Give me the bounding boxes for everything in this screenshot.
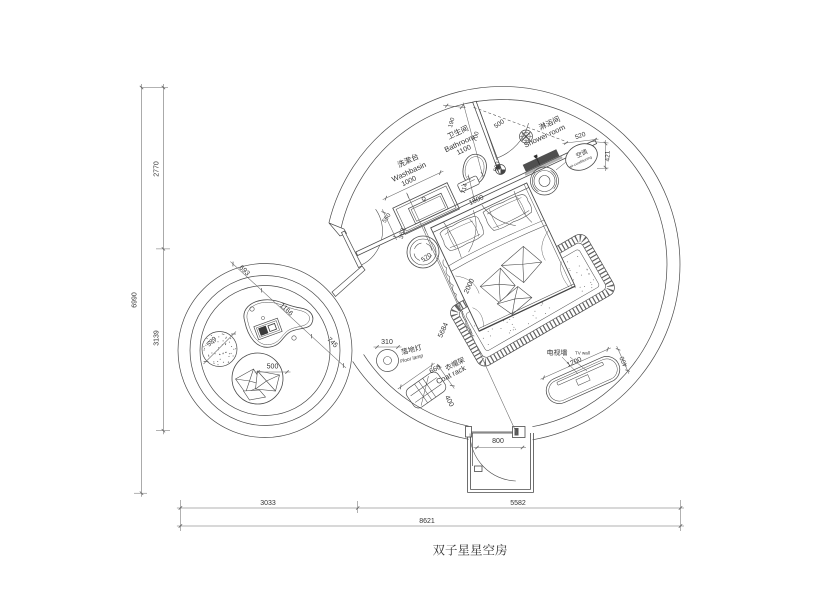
svg-text:660: 660	[429, 364, 443, 376]
svg-text:500: 500	[267, 364, 279, 371]
svg-text:190: 190	[448, 116, 457, 128]
svg-text:5582: 5582	[510, 500, 526, 507]
svg-text:714: 714	[461, 182, 470, 194]
svg-text:520: 520	[574, 131, 587, 141]
svg-text:310: 310	[381, 339, 393, 346]
svg-text:3033: 3033	[260, 500, 276, 507]
svg-text:400: 400	[618, 355, 629, 368]
svg-text:421: 421	[605, 150, 612, 161]
svg-text:550: 550	[382, 212, 393, 224]
svg-text:TV wall: TV wall	[575, 351, 590, 356]
svg-text:8621: 8621	[419, 518, 435, 525]
svg-text:Floor lamp: Floor lamp	[400, 353, 425, 365]
svg-text:3139: 3139	[154, 330, 161, 346]
svg-text:590: 590	[493, 160, 502, 172]
svg-text:363: 363	[398, 227, 408, 240]
svg-text:700: 700	[472, 130, 481, 142]
svg-text:400: 400	[443, 394, 455, 408]
svg-text:2770: 2770	[154, 161, 161, 177]
svg-text:800: 800	[492, 438, 504, 445]
svg-text:6990: 6990	[132, 292, 139, 308]
